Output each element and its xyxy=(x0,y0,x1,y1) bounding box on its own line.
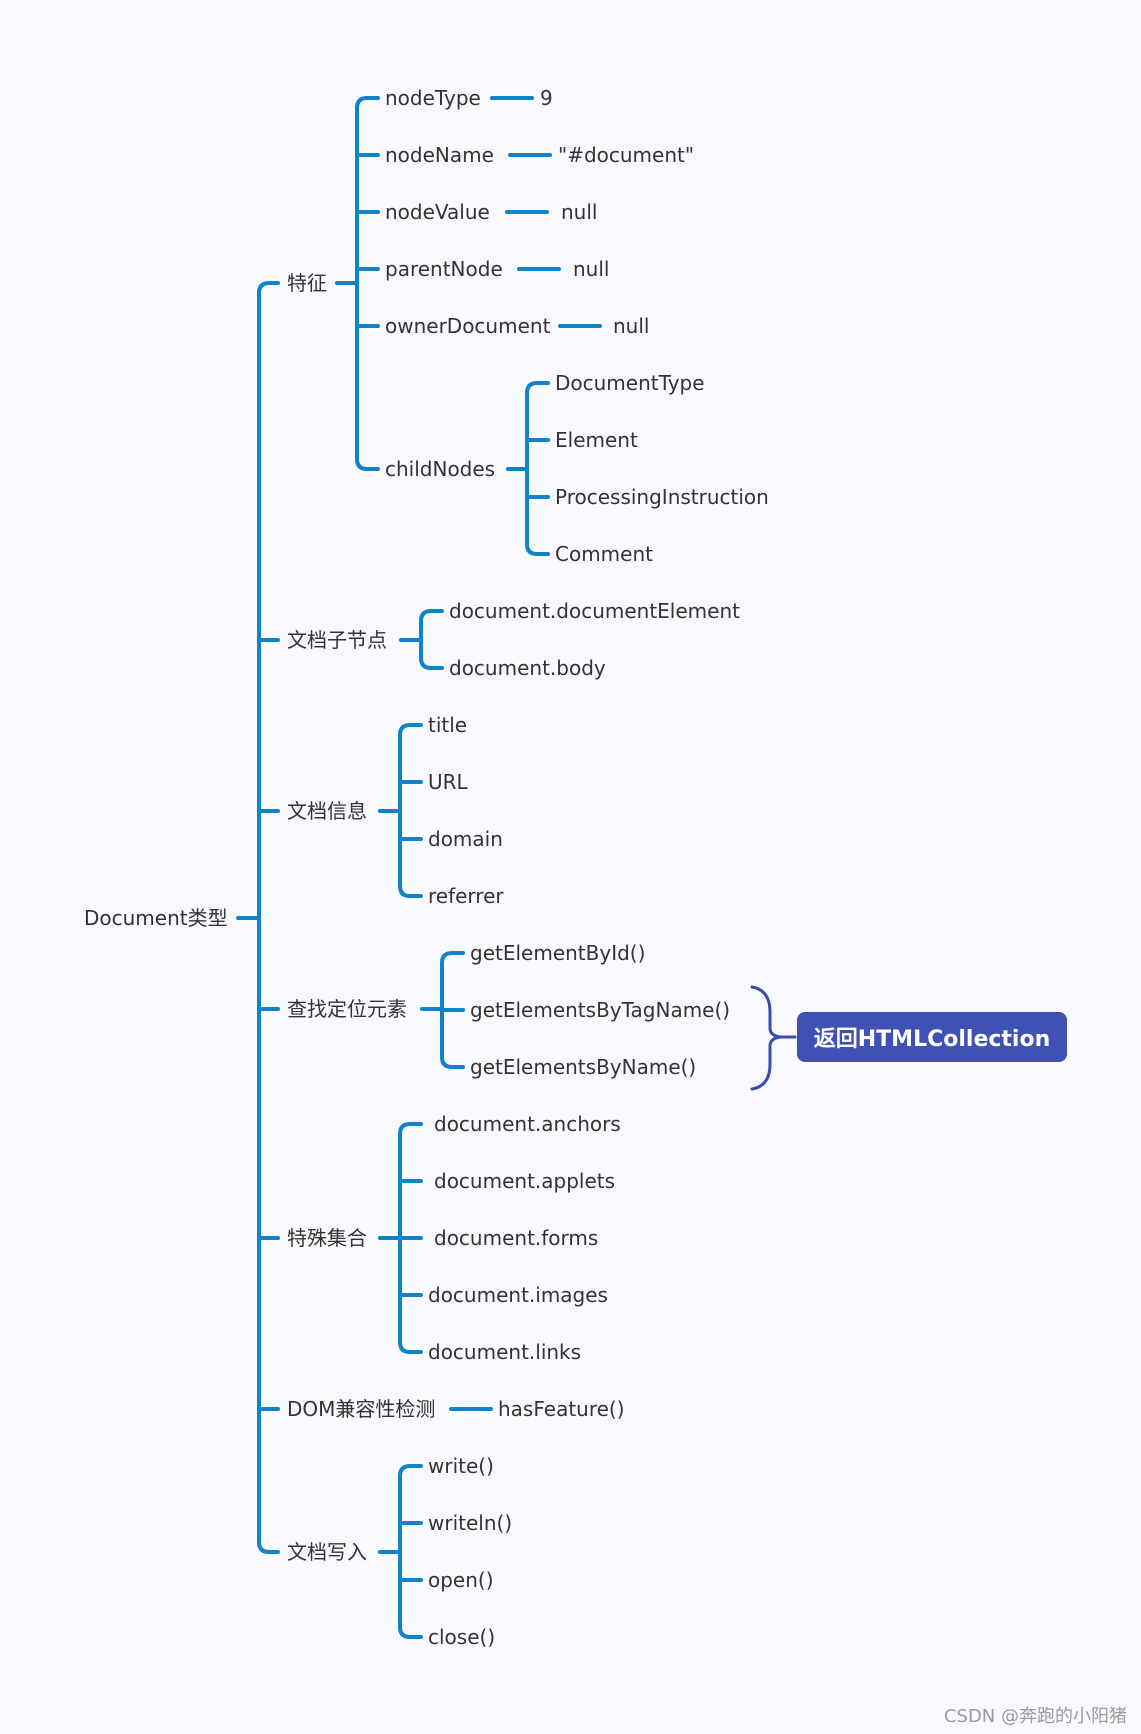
branch-features: 特征 xyxy=(287,271,327,295)
branch-document-write: 文档写入 xyxy=(287,1540,367,1564)
node-nodename: nodeName xyxy=(385,143,494,167)
value-nodetype: 9 xyxy=(540,86,553,110)
node-nodevalue: nodeValue xyxy=(385,200,490,224)
childnode-element: Element xyxy=(555,428,638,452)
value-parentnode: null xyxy=(573,257,610,281)
node-nodetype: nodeType xyxy=(385,86,481,110)
doc-info-bracket-spine xyxy=(398,723,423,898)
branch-document-info: 文档信息 xyxy=(287,799,367,823)
value-nodevalue: null xyxy=(561,200,598,224)
item-document-documentelement: document.documentElement xyxy=(449,599,740,623)
value-ownerdocument: null xyxy=(613,314,650,338)
item-write: write() xyxy=(428,1454,494,1478)
item-document-applets: document.applets xyxy=(434,1169,616,1193)
item-document-forms: document.forms xyxy=(434,1226,599,1250)
childnode-processinginstruction: ProcessingInstruction xyxy=(555,485,769,509)
childnode-documenttype: DocumentType xyxy=(555,371,705,395)
item-document-anchors: document.anchors xyxy=(434,1112,621,1136)
item-domain: domain xyxy=(428,827,503,851)
branch-special-collections: 特殊集合 xyxy=(287,1226,367,1250)
features-bracket-spine xyxy=(355,96,380,471)
value-nodename: "#document" xyxy=(558,143,695,167)
root-node-document-type: Document类型 xyxy=(84,906,228,930)
callout-brace xyxy=(750,985,782,1091)
branch-find-elements: 查找定位元素 xyxy=(287,997,407,1021)
branch-document-children: 文档子节点 xyxy=(287,628,387,652)
write-bracket-spine xyxy=(398,1464,423,1639)
item-document-links: document.links xyxy=(428,1340,582,1364)
item-getelementsbytagname: getElementsByTagName() xyxy=(470,998,731,1022)
childnode-comment: Comment xyxy=(555,542,653,566)
childnodes-bracket-spine xyxy=(525,381,550,556)
item-title: title xyxy=(428,713,468,737)
branch-dom-compat-check: DOM兼容性检测 xyxy=(287,1397,436,1421)
node-parentnode: parentNode xyxy=(385,257,503,281)
callout-returns-htmlcollection: 返回HTMLCollection xyxy=(797,1012,1067,1062)
doc-children-bracket-spine xyxy=(419,609,444,670)
node-childnodes: childNodes xyxy=(385,457,496,481)
item-open: open() xyxy=(428,1568,494,1592)
item-referrer: referrer xyxy=(428,884,504,908)
item-writeln: writeln() xyxy=(428,1511,513,1535)
item-url: URL xyxy=(428,770,468,794)
watermark: CSDN @奔跑的小阳猪 xyxy=(943,1706,1127,1727)
item-document-body: document.body xyxy=(449,656,606,680)
item-close: close() xyxy=(428,1625,496,1649)
item-getelementbyid: getElementById() xyxy=(470,941,646,965)
item-getelementsbyname: getElementsByName() xyxy=(470,1055,697,1079)
root-bracket-spine xyxy=(257,281,280,1554)
node-ownerdocument: ownerDocument xyxy=(385,314,551,338)
item-document-images: document.images xyxy=(428,1283,608,1307)
item-hasfeature: hasFeature() xyxy=(498,1397,625,1421)
